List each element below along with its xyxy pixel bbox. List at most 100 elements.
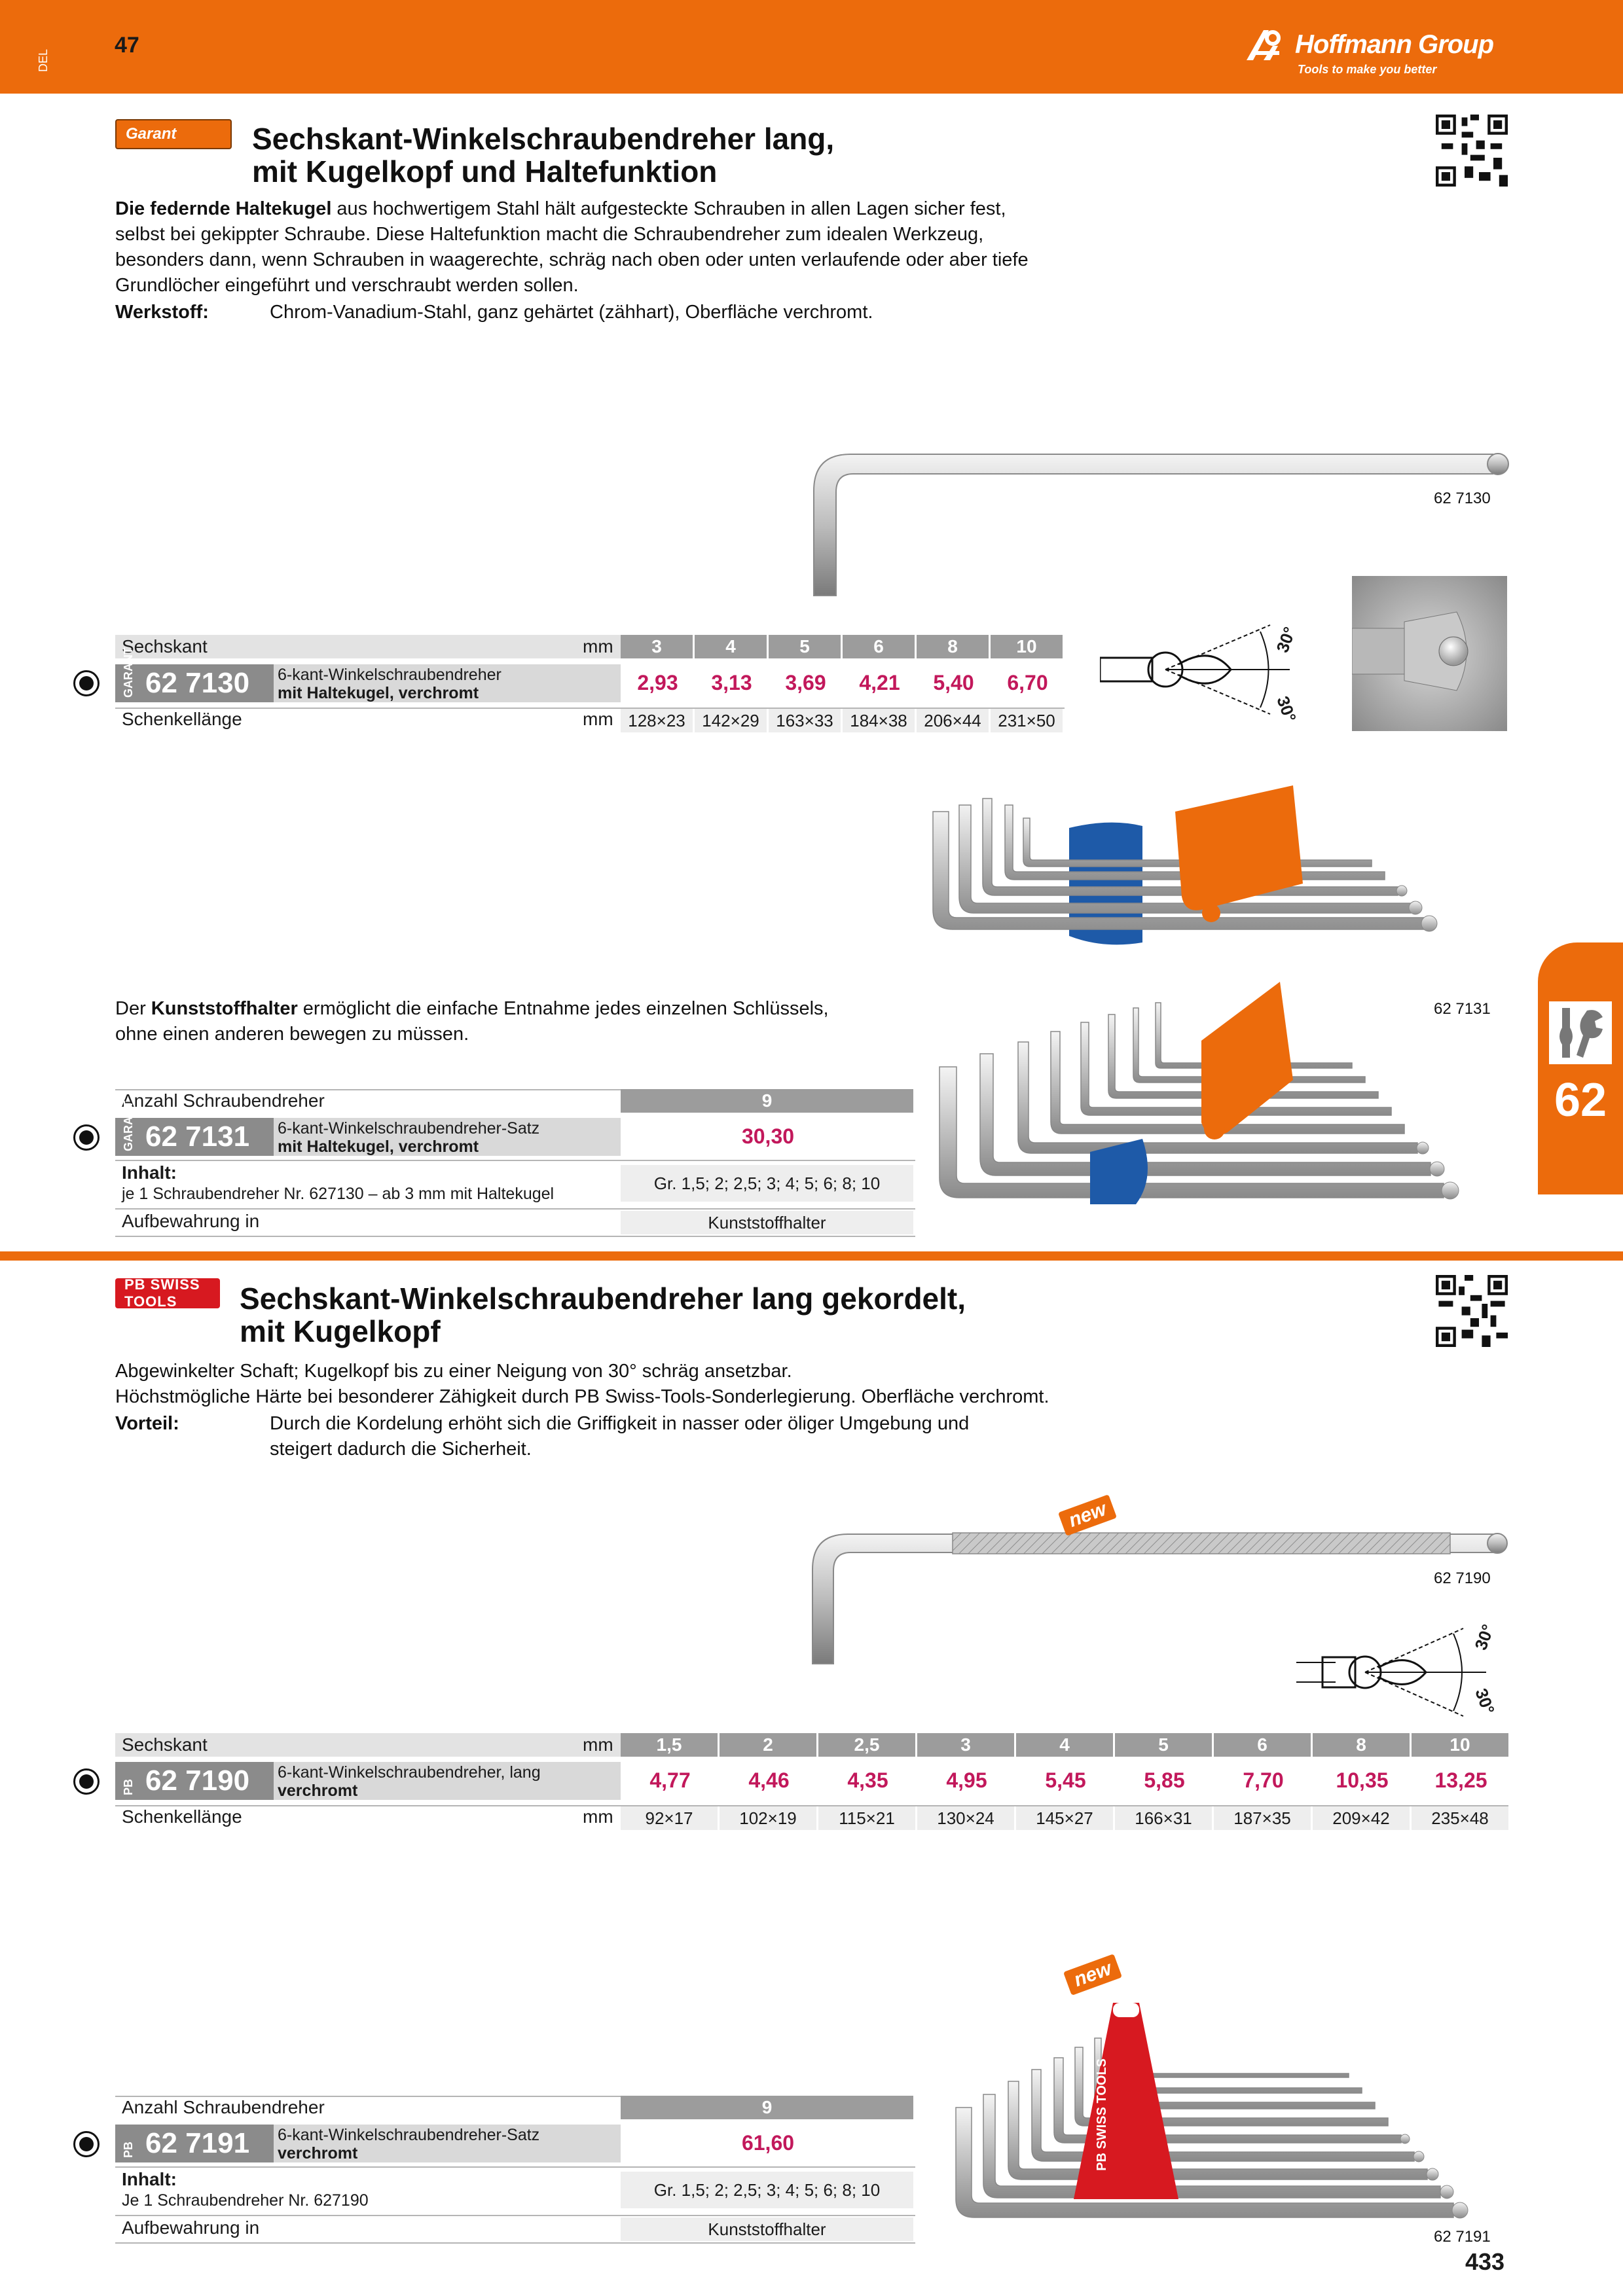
- advantage-line: Durch die Kordelung erhöht sich die Grif…: [270, 1413, 970, 1434]
- set-price-627131: 30,30: [741, 1124, 795, 1148]
- content-value: Gr. 1,5; 2; 2,5; 3; 4; 5; 6; 8; 10: [621, 1165, 915, 1202]
- dimension-cell: 128×23: [621, 709, 695, 732]
- size-header-cell: 5: [769, 635, 843, 658]
- dimension-cell: 235×48: [1412, 1806, 1510, 1830]
- image-code-627130: 62 7130: [1434, 490, 1491, 507]
- table4-bottom-line: [115, 2242, 915, 2244]
- price-cell: 5,45: [1045, 1768, 1086, 1792]
- storage-label: Aufbewahrung in: [122, 1211, 260, 1231]
- price-cell: 10,35: [1336, 1768, 1389, 1792]
- storage-value: Kunststoffhalter: [621, 1211, 915, 1234]
- hoffmann-logo[interactable]: Hoffmann Group Tools to make you better: [1244, 26, 1519, 79]
- wrench-screwdriver-icon: [1549, 1001, 1612, 1064]
- holder-text-line1: Der Kunststoffhalter ermöglicht die einf…: [115, 996, 829, 1022]
- page-header: [0, 0, 1623, 94]
- table1-header-row-bg: [115, 635, 621, 658]
- image-code-627191: 62 7191: [1434, 2228, 1491, 2246]
- price-cell: 4,35: [847, 1768, 888, 1792]
- size-header-cell: 1,5: [621, 1733, 720, 1757]
- holder-text-bold: Kunststoffhalter: [151, 998, 298, 1019]
- article-brand-code: PB: [122, 2141, 135, 2158]
- size-header-cell: 4: [1016, 1733, 1115, 1757]
- size-header-cell: 5: [1115, 1733, 1214, 1757]
- table1-unit: mm: [583, 636, 613, 656]
- article-number-block[interactable]: [115, 1118, 274, 1156]
- pb-hex-key-set-photo: [955, 2003, 1468, 2219]
- article-description-line1: 6-kant-Winkelschraubendreher: [278, 666, 501, 684]
- dimension-cell: 206×44: [917, 709, 991, 732]
- dimension-cell: 231×50: [991, 709, 1065, 732]
- section1-body-line: besonders dann, wenn Schrauben in waager…: [115, 249, 1029, 270]
- price-cell: 4,46: [748, 1768, 790, 1792]
- qr-code-section1[interactable]: [1436, 115, 1508, 187]
- dimension-cell: 102×19: [720, 1806, 818, 1830]
- dimension-cell: 142×29: [695, 709, 769, 732]
- dimension-cell: 115×21: [818, 1806, 917, 1830]
- table2-separator: [115, 1208, 915, 1210]
- article-brand-code: GARANT: [122, 647, 135, 698]
- image-code-627131: 62 7131: [1434, 1000, 1491, 1018]
- price-cell: 7,70: [1243, 1768, 1284, 1792]
- order-bullet-icon: [73, 670, 100, 696]
- section2-body-line: Abgewinkelter Schaft; Kugelkopf bis zu e…: [115, 1361, 792, 1382]
- section1-intro: Die federnde Haltekugel aus hochwertigem…: [115, 196, 1006, 222]
- article-number-627131: 62 7131: [145, 1121, 250, 1153]
- price-cell: 4,77: [649, 1768, 691, 1792]
- size-header-cell: 4: [695, 635, 769, 658]
- pb-holder-label: PB SWISS TOOLS: [1095, 2058, 1109, 2171]
- order-bullet-icon: [73, 1124, 100, 1151]
- qr-code-section2[interactable]: [1436, 1275, 1508, 1347]
- size-header-cell: 3: [917, 1733, 1016, 1757]
- dimension-cell: 209×42: [1313, 1806, 1412, 1830]
- order-bullet-icon: [73, 2131, 100, 2157]
- table2-separator: [115, 1160, 915, 1161]
- section2-title-line2: mit Kugelkopf: [240, 1314, 441, 1348]
- page-number-top: 47: [115, 33, 139, 58]
- price-cell: 6,70: [1007, 671, 1048, 694]
- table3-row-label-sechskant: Sechskant: [122, 1734, 208, 1755]
- chapter-tab[interactable]: [1538, 942, 1623, 1194]
- dimension-cell: 187×35: [1214, 1806, 1313, 1830]
- size-header-cell: 6: [843, 635, 917, 658]
- price-cell: 4,95: [946, 1768, 987, 1792]
- table2-count: 9: [621, 1089, 915, 1113]
- holder-text-pre: Der: [115, 998, 151, 1019]
- order-bullet-icon: [73, 1768, 100, 1795]
- price-cell: 5,40: [933, 671, 974, 694]
- section-divider: [0, 1251, 1623, 1261]
- hex-key-set-photo-b: [939, 982, 1459, 1204]
- advantage-line: steigert dadurch die Sicherheit.: [270, 1439, 532, 1460]
- size-header-cell: 2: [720, 1733, 818, 1757]
- table4-separator: [115, 2215, 915, 2216]
- table3-row-label-schenkellaenge: Schenkellänge: [122, 1806, 242, 1827]
- section1-title-line1: Sechskant-Winkelschraubendreher lang,: [252, 122, 835, 156]
- article-number-block[interactable]: [115, 2125, 274, 2162]
- article-description-line1: 6-kant-Winkelschraubendreher-Satz: [278, 1119, 540, 1138]
- price-cell: 3,13: [711, 671, 752, 694]
- garant-brand-badge: Garant: [115, 119, 232, 149]
- hex-key-image-627130: [813, 453, 1509, 596]
- price-cell: 2,93: [637, 671, 678, 694]
- table1-row-label-sechskant: Sechskant: [122, 636, 208, 656]
- material-text: Chrom-Vanadium-Stahl, ganz gehärtet (zäh…: [270, 302, 873, 323]
- article-description-line2: verchromt: [278, 2144, 358, 2162]
- table3-separator: [115, 1805, 1508, 1806]
- intro-bold: Die federnde Haltekugel: [115, 198, 332, 219]
- table1-row-label-schenkellaenge: Schenkellänge: [122, 709, 242, 729]
- content-label: Inhalt:: [122, 2169, 177, 2189]
- size-header-cell: 10: [991, 635, 1065, 658]
- dimension-cell: 145×27: [1016, 1806, 1115, 1830]
- dimension-cell: 92×17: [621, 1806, 720, 1830]
- section2-title-line1: Sechskant-Winkelschraubendreher lang gek…: [240, 1282, 966, 1316]
- size-header-cell: 10: [1412, 1733, 1510, 1757]
- article-number-627190: 62 7190: [145, 1765, 250, 1797]
- size-header-cell: 6: [1214, 1733, 1313, 1757]
- storage-value: Kunststoffhalter: [621, 2217, 915, 2241]
- dimension-cell: 184×38: [843, 709, 917, 732]
- price-cell: 13,25: [1434, 1768, 1487, 1792]
- table1-separator: [115, 708, 1065, 709]
- storage-label: Aufbewahrung in: [122, 2217, 260, 2238]
- article-number-block[interactable]: [115, 664, 274, 702]
- article-number-block[interactable]: [115, 1762, 274, 1800]
- advantage-label: Vorteil:: [115, 1413, 179, 1434]
